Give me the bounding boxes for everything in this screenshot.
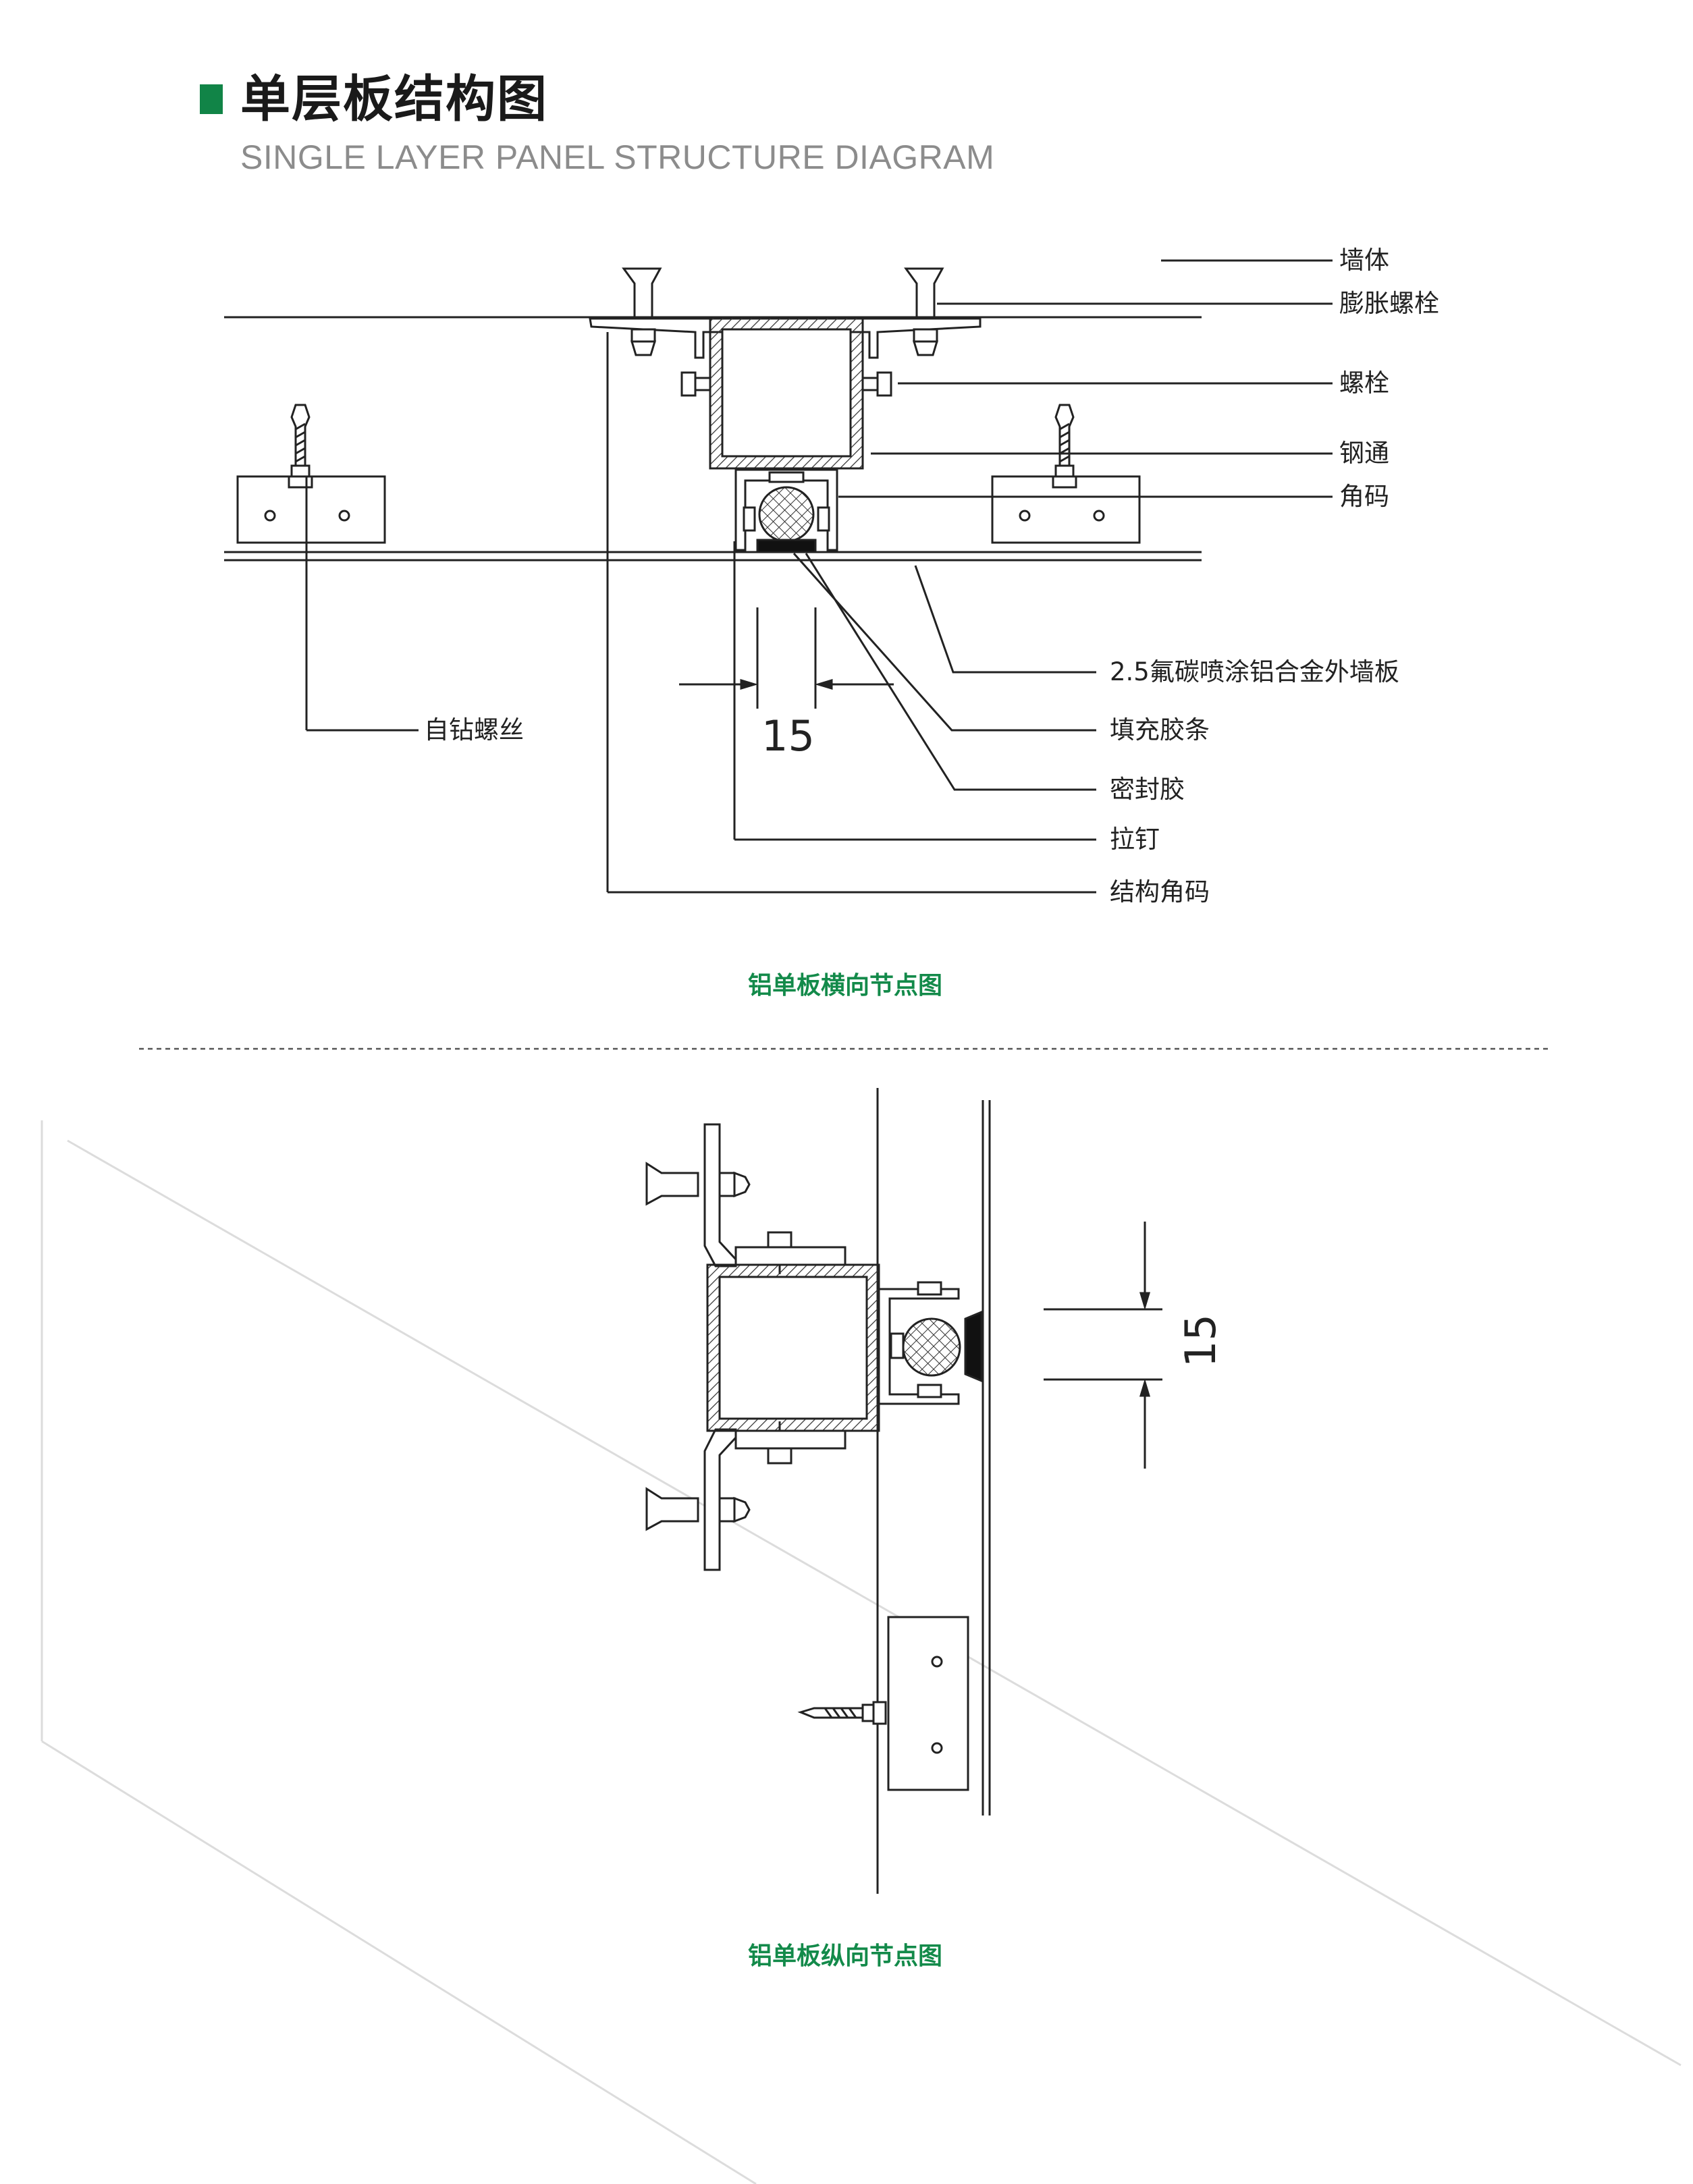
caption-horizontal-node: 铝单板横向节点图 (748, 972, 942, 1000)
label-bolt: 螺栓 (1339, 368, 1389, 398)
label-sealant: 密封胶 (1110, 775, 1185, 804)
dimension-15-horizontal: 15 (761, 711, 815, 761)
title-row: 单层板结构图 (200, 74, 994, 124)
vertical-node-labels: 15 铝单板纵向节点图 (748, 1314, 1225, 1970)
label-wall: 墙体 (1339, 246, 1389, 275)
label-rivet: 拉钉 (1110, 825, 1160, 854)
label-expansion-bolt: 膨胀螺栓 (1339, 289, 1439, 318)
page-header: 单层板结构图 SINGLE LAYER PANEL STRUCTURE DIAG… (200, 74, 994, 174)
expansion-bolt-icon (645, 1162, 751, 1206)
expansion-bolt-icon (645, 1487, 751, 1531)
label-corner-code: 角码 (1339, 482, 1389, 511)
self-drilling-screw-icon (797, 1701, 887, 1725)
vertical-node-diagram (645, 1088, 1162, 1894)
horizontal-node-diagram (224, 259, 1333, 894)
label-panel: 2.5氟碳喷涂铝合金外墙板 (1110, 657, 1399, 686)
label-steel-tube: 钢通 (1339, 439, 1389, 468)
horizontal-node-labels: 墙体 膨胀螺栓 螺栓 钢通 角码 2.5氟碳喷涂铝合金外墙板 填充胶条 密封胶 … (424, 246, 1439, 1000)
dimension-15-vertical: 15 (1176, 1314, 1225, 1367)
background-watermark (41, 1120, 1682, 2184)
label-self-drilling-screw: 自钻螺丝 (424, 715, 524, 744)
self-drilling-screw-icon (1052, 404, 1077, 489)
self-drilling-screw-icon (288, 404, 313, 489)
label-structural-corner-code: 结构角码 (1110, 877, 1210, 906)
label-filler-strip: 填充胶条 (1110, 715, 1210, 744)
page-subtitle: SINGLE LAYER PANEL STRUCTURE DIAGRAM (240, 138, 995, 176)
caption-vertical-node: 铝单板纵向节点图 (748, 1942, 942, 1970)
expansion-bolt-icon (904, 267, 944, 356)
page-title: 单层板结构图 (240, 70, 548, 128)
expansion-bolt-icon (622, 267, 662, 356)
title-marker (200, 84, 223, 114)
